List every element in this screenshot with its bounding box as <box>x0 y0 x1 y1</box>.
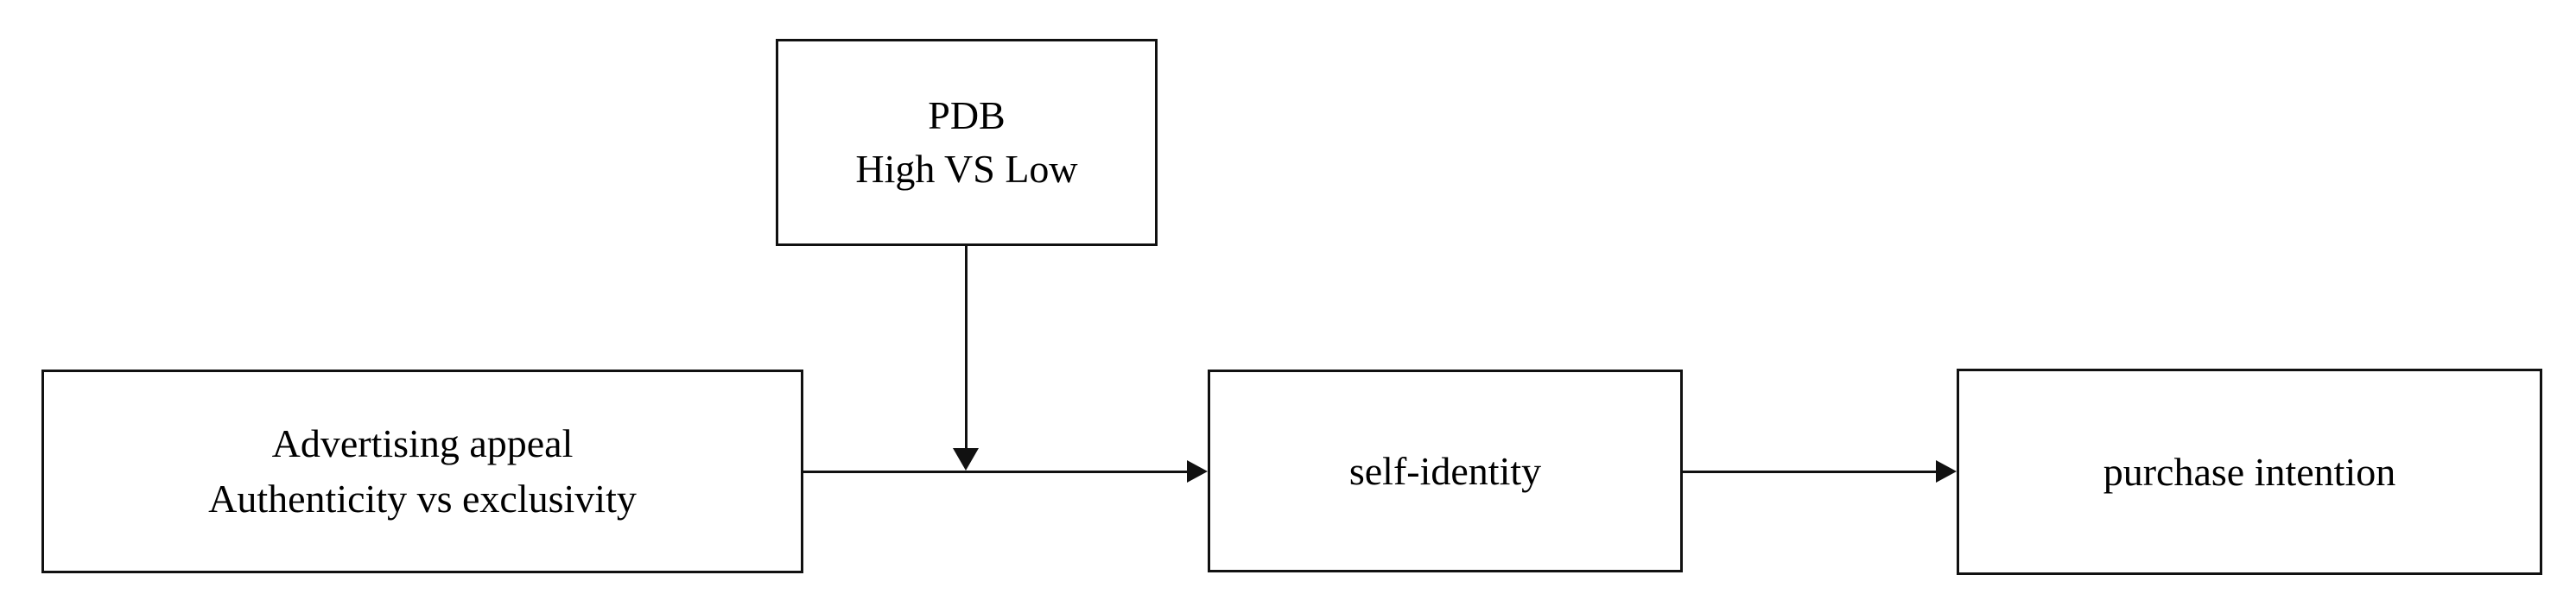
arrow-shaft <box>803 471 1189 473</box>
node-purchase-intention: purchase intention <box>1957 369 2542 575</box>
node-pdb-moderator: PDB High VS Low <box>776 39 1158 246</box>
node-advertising-appeal-label-line2: Authenticity vs exclusivity <box>208 477 637 521</box>
arrowhead-right-icon <box>1187 460 1208 483</box>
node-pdb-label-line2: High VS Low <box>855 147 1078 191</box>
arrowhead-down-icon <box>953 448 979 471</box>
arrow-shaft <box>1683 471 1938 473</box>
arrow-shaft <box>965 246 968 450</box>
node-advertising-appeal-label-line1: Advertising appeal <box>271 421 574 466</box>
node-self-identity: self-identity <box>1208 370 1683 572</box>
node-advertising-appeal: Advertising appeal Authenticity vs exclu… <box>41 370 803 573</box>
node-self-identity-label: self-identity <box>1348 448 1542 493</box>
node-pdb-label-line1: PDB <box>928 93 1006 138</box>
arrowhead-right-icon <box>1936 460 1957 483</box>
node-purchase-intention-label: purchase intention <box>2103 449 2396 494</box>
